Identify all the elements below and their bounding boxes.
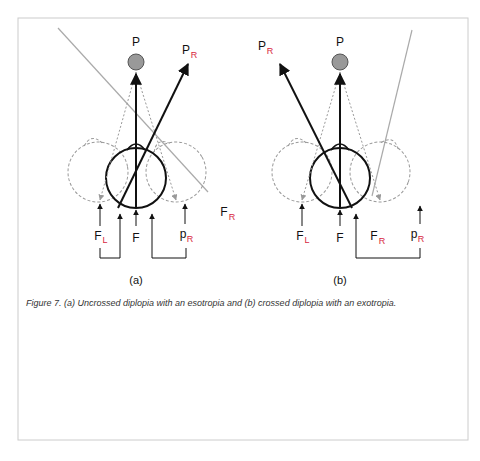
right-eye: [133, 128, 217, 213]
left-eye: [63, 133, 133, 206]
panel-b: [267, 30, 420, 258]
projection-arrow: [118, 64, 188, 208]
deviated-axis: [58, 28, 208, 192]
fovea-label: F: [220, 206, 227, 218]
subscript-label: L: [102, 236, 107, 245]
point-label: p: [411, 228, 418, 240]
fovea-arrow: [136, 210, 137, 226]
subscript-label: R: [418, 235, 425, 244]
fovea-label: F: [132, 232, 139, 244]
fovea-label: F: [336, 232, 343, 244]
deviated-axis: [372, 30, 412, 196]
fixation-target: [332, 54, 348, 70]
subscript-label: R: [379, 237, 386, 246]
correspondence-bracket: [152, 214, 186, 258]
visual-ray: [302, 72, 340, 200]
fovea-arrow: [302, 204, 303, 226]
projection-arrow: [135, 74, 137, 208]
projection-arrow: [339, 74, 341, 208]
fovea-arrow: [185, 204, 186, 224]
fovea-label: F: [296, 230, 303, 242]
fovea-label: F: [94, 230, 101, 242]
visual-ray: [136, 72, 176, 200]
panel-label: (a): [129, 275, 142, 286]
point-label: p: [180, 228, 187, 240]
fovea-arrow: [100, 204, 101, 226]
panel-label: (b): [333, 275, 346, 286]
point-label: P: [258, 40, 266, 52]
point-label: P: [336, 36, 344, 48]
correspondence-bracket: [100, 214, 120, 258]
visual-ray: [340, 72, 380, 200]
panel-a: [58, 28, 217, 258]
subscript-label: L: [304, 236, 309, 245]
subscript-label: R: [229, 213, 236, 222]
fovea-arrow: [420, 206, 421, 224]
fovea-arrow: [340, 210, 341, 226]
fovea-label: F: [370, 230, 377, 242]
subscript-label: R: [187, 235, 194, 244]
subscript-label: R: [191, 51, 198, 60]
figure-caption: Figure 7. (a) Uncrossed diplopia with an…: [26, 298, 456, 310]
fixation-target: [128, 54, 144, 70]
figure-frame: [18, 18, 468, 440]
subscript-label: R: [267, 47, 274, 56]
point-label: P: [182, 44, 190, 56]
left-eye: [267, 133, 337, 206]
right-eye: [342, 130, 420, 211]
projection-arrow: [280, 64, 352, 208]
correspondence-bracket: [356, 214, 420, 258]
point-label: P: [132, 36, 140, 48]
